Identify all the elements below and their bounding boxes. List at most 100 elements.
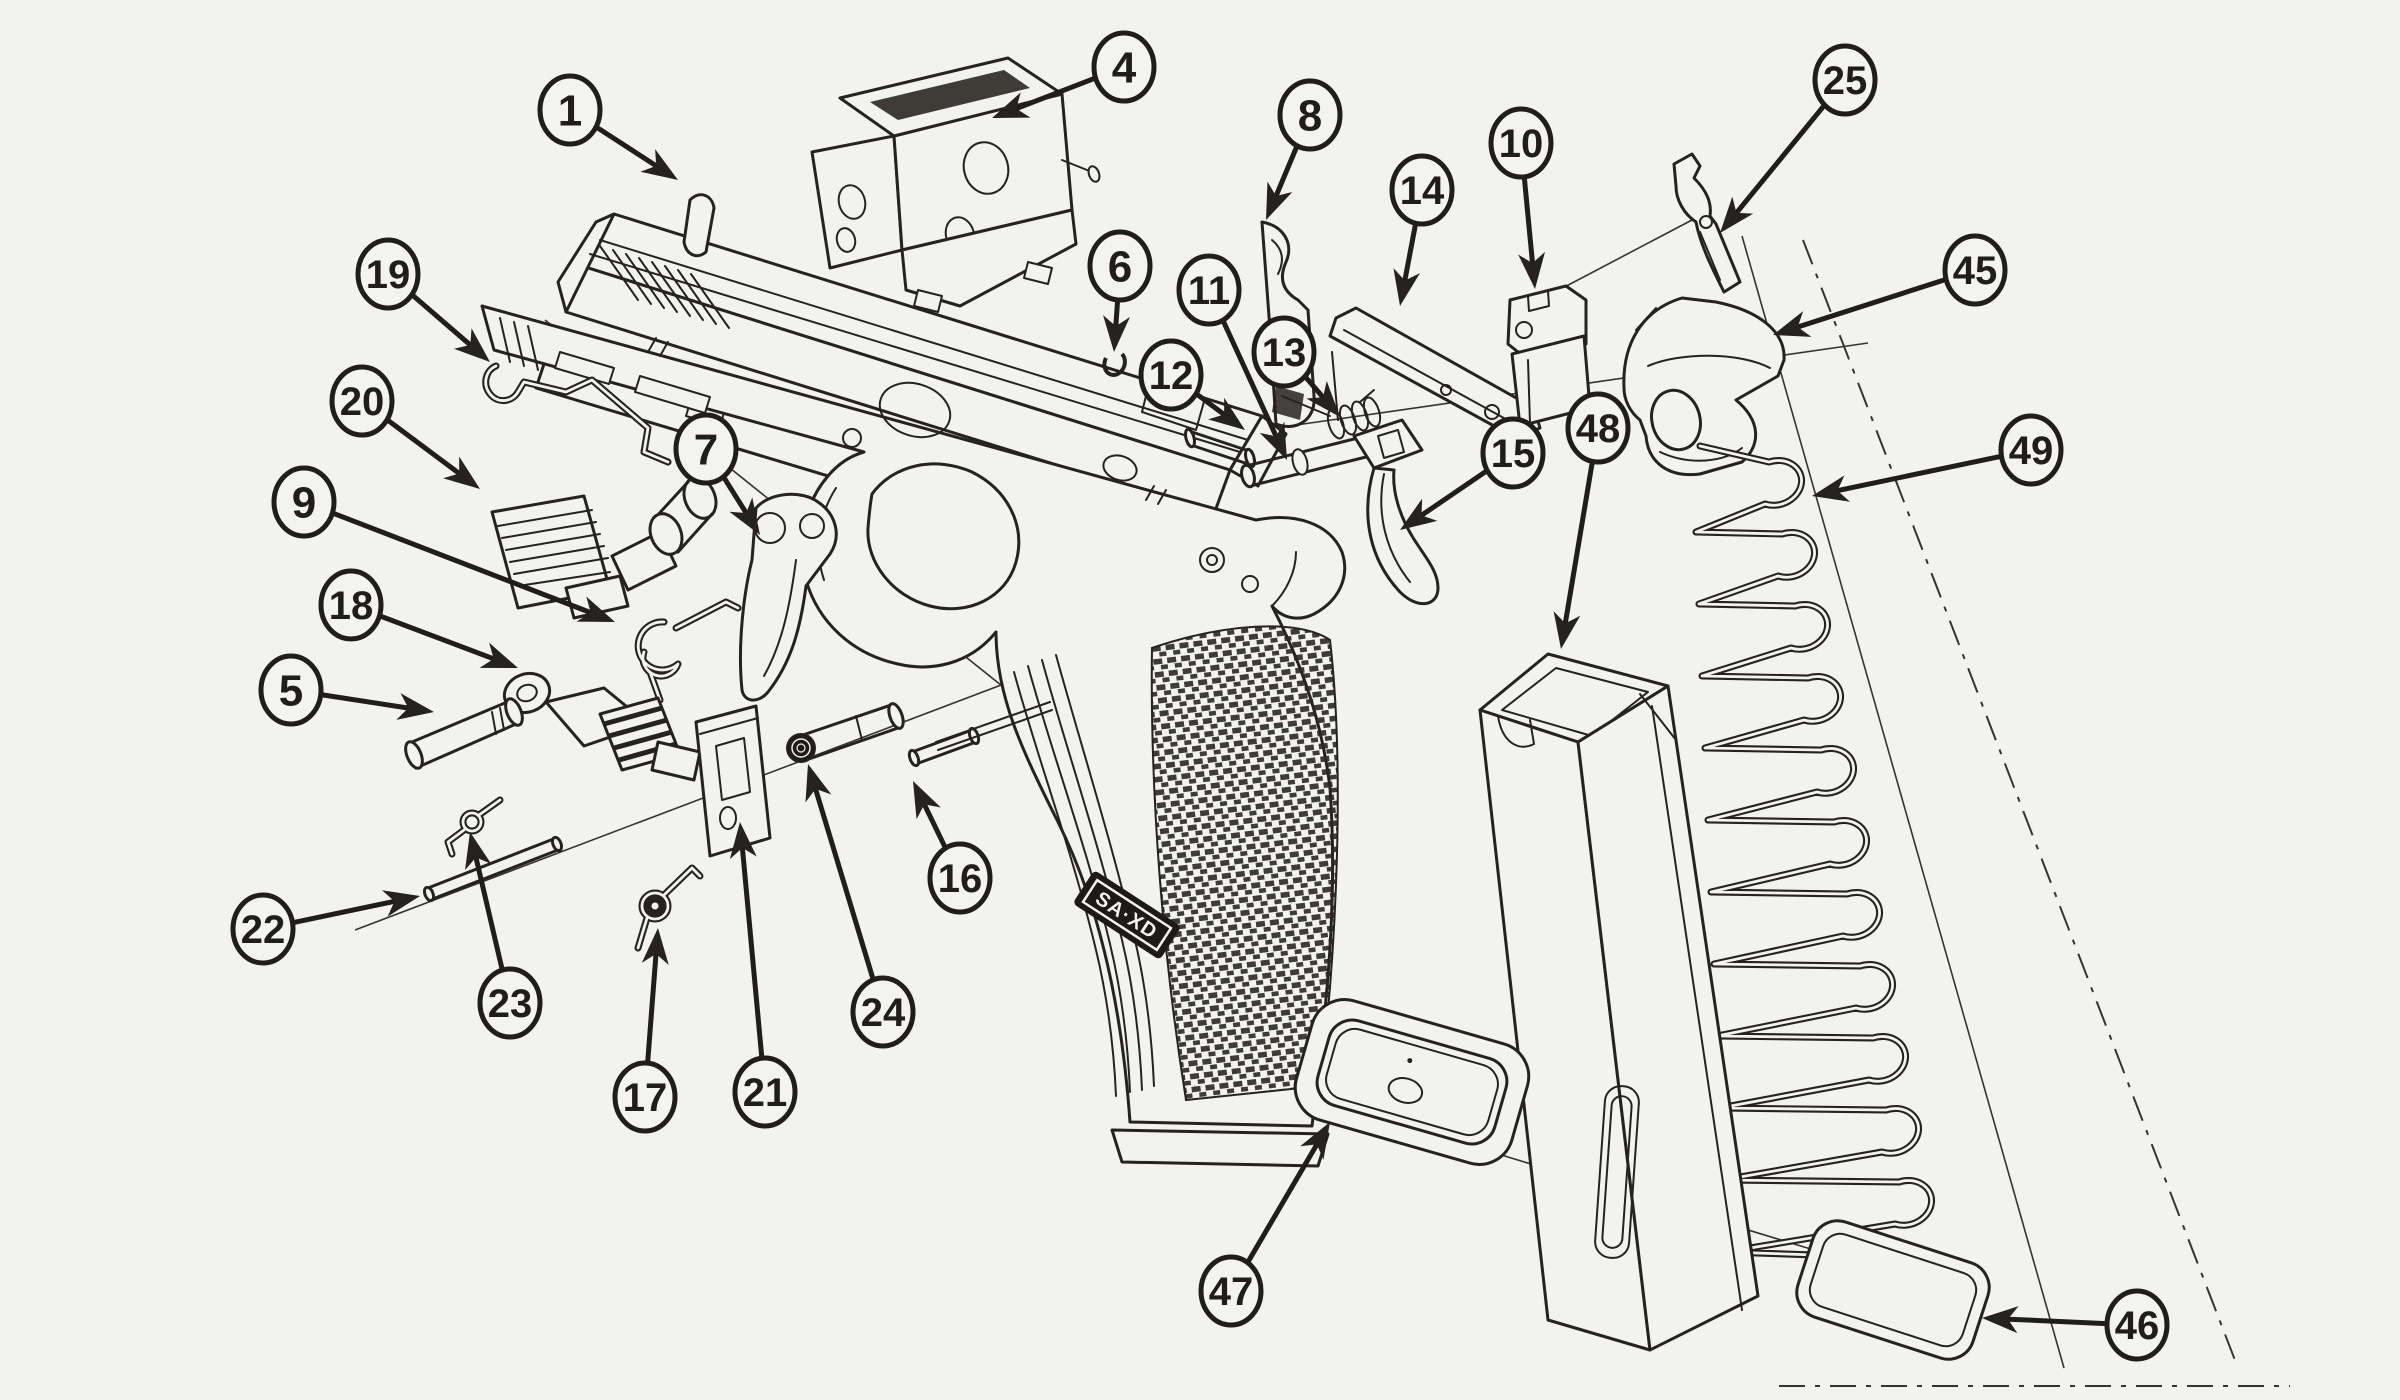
callout-bubble bbox=[537, 73, 603, 147]
callout-arrowhead-icon bbox=[479, 642, 518, 668]
base-insert-46 bbox=[1795, 1219, 1991, 1361]
callout-bubble bbox=[355, 237, 421, 311]
spring-23 bbox=[444, 796, 504, 858]
pin-22 bbox=[422, 835, 564, 903]
callout-number: 9 bbox=[292, 479, 316, 528]
callout-arrowhead-icon bbox=[396, 693, 434, 720]
front-sight bbox=[682, 193, 716, 258]
callout-bubble bbox=[1480, 416, 1546, 490]
callout-arrowhead-icon bbox=[1720, 196, 1754, 233]
callout-1: 1 bbox=[537, 73, 678, 180]
callout-bubble bbox=[1998, 413, 2064, 487]
callout-bubble bbox=[732, 1055, 798, 1129]
callout-leader-line bbox=[1195, 392, 1228, 418]
callout-25: 25 bbox=[1720, 43, 1878, 233]
callout-number: 5 bbox=[279, 667, 303, 716]
callout-bubble bbox=[1812, 43, 1878, 117]
callout-45: 45 bbox=[1773, 233, 2008, 337]
callout-arrowhead-icon bbox=[805, 764, 832, 803]
callout-number: 8 bbox=[1298, 92, 1322, 141]
callout-leader-line bbox=[473, 854, 505, 970]
callout-leader-line bbox=[1272, 145, 1300, 199]
grip-checkering bbox=[1150, 625, 1339, 1102]
callout-leader-line bbox=[379, 613, 497, 662]
spring-17 bbox=[634, 864, 704, 952]
callout-leader-line bbox=[812, 786, 876, 980]
callout-arrowhead-icon bbox=[1300, 1122, 1330, 1160]
callout-leader-line bbox=[645, 951, 659, 1063]
callout-number: 46 bbox=[2115, 1304, 2160, 1348]
callout-arrowhead-icon bbox=[576, 596, 615, 622]
callout-number: 23 bbox=[488, 982, 533, 1026]
callout-number: 49 bbox=[2009, 429, 2054, 473]
callout-16: 16 bbox=[913, 781, 993, 915]
callout-number: 47 bbox=[1209, 1270, 1254, 1314]
callout-19: 19 bbox=[355, 237, 490, 362]
callout-leader-line bbox=[321, 692, 411, 711]
callout-number: 6 bbox=[1108, 243, 1132, 292]
circlip-6 bbox=[1102, 352, 1127, 377]
magazine-body-48 bbox=[1478, 652, 1760, 1352]
pin-16 bbox=[907, 701, 1053, 768]
callout-5: 5 bbox=[258, 653, 434, 727]
callout-number: 15 bbox=[1491, 432, 1536, 476]
callout-9: 9 bbox=[271, 465, 615, 622]
callout-arrowhead-icon bbox=[1208, 397, 1245, 430]
callout-bubble bbox=[318, 568, 384, 642]
callout-leader-line bbox=[1733, 104, 1826, 216]
callout-leader-line bbox=[595, 125, 660, 170]
centerline bbox=[1802, 239, 2239, 1369]
callout-number: 4 bbox=[1112, 44, 1137, 93]
callout-11: 11 bbox=[1176, 253, 1287, 460]
callout-number: 25 bbox=[1823, 59, 1868, 103]
callout-bubble bbox=[850, 975, 916, 1049]
callout-number: 48 bbox=[1576, 407, 1621, 451]
callout-arrowhead-icon bbox=[1553, 611, 1581, 649]
callout-number: 45 bbox=[1953, 249, 1998, 293]
callout-bubble bbox=[1488, 106, 1554, 180]
callout-10: 10 bbox=[1488, 106, 1554, 289]
plunger-24 bbox=[786, 702, 905, 763]
spring-13 bbox=[1281, 351, 1382, 440]
callout-bubble bbox=[1565, 391, 1631, 465]
callout-leader-line bbox=[1220, 320, 1280, 440]
callout-number: 10 bbox=[1499, 122, 1544, 166]
callout-number: 13 bbox=[1262, 331, 1307, 375]
callout-bubble bbox=[477, 966, 543, 1040]
callout-bubble bbox=[1277, 78, 1343, 152]
callout-number: 20 bbox=[340, 380, 385, 424]
callout-number: 17 bbox=[623, 1076, 668, 1120]
callout-arrowhead-icon bbox=[1518, 251, 1546, 289]
takedown-lever-18 bbox=[502, 671, 702, 782]
callout-arrowhead-icon bbox=[465, 832, 492, 871]
callout-7: 7 bbox=[673, 412, 760, 535]
frame-part: SA·XD bbox=[480, 304, 1347, 1168]
magwell-lip bbox=[1110, 1128, 1330, 1168]
callout-number: 18 bbox=[329, 584, 374, 628]
slide-part bbox=[556, 193, 1288, 516]
callout-leader-line bbox=[292, 898, 398, 926]
callout-bubble bbox=[927, 841, 993, 915]
callout-14: 14 bbox=[1389, 153, 1455, 306]
callout-bubble bbox=[230, 892, 296, 966]
floor-plate-47 bbox=[1293, 998, 1531, 1166]
callout-leader-line bbox=[1113, 300, 1121, 329]
callout-bubble bbox=[258, 653, 324, 727]
callout-bubble bbox=[1176, 253, 1242, 327]
callout-arrowhead-icon bbox=[1306, 380, 1340, 417]
callout-bubble bbox=[1942, 233, 2008, 307]
callout-leader-line bbox=[1795, 277, 1946, 331]
callout-leader-line bbox=[1303, 375, 1327, 401]
callout-number: 12 bbox=[1149, 354, 1194, 398]
breech-block-part bbox=[810, 56, 1101, 313]
callout-arrowhead-icon bbox=[1266, 181, 1293, 220]
callout-23: 23 bbox=[465, 832, 543, 1040]
callout-leader-line bbox=[921, 801, 948, 849]
slide-serrations bbox=[599, 245, 730, 329]
callout-number: 21 bbox=[743, 1071, 788, 1115]
callout-leader-line bbox=[1013, 75, 1096, 112]
pin-5 bbox=[404, 697, 524, 770]
callout-bubble bbox=[2104, 1288, 2170, 1362]
